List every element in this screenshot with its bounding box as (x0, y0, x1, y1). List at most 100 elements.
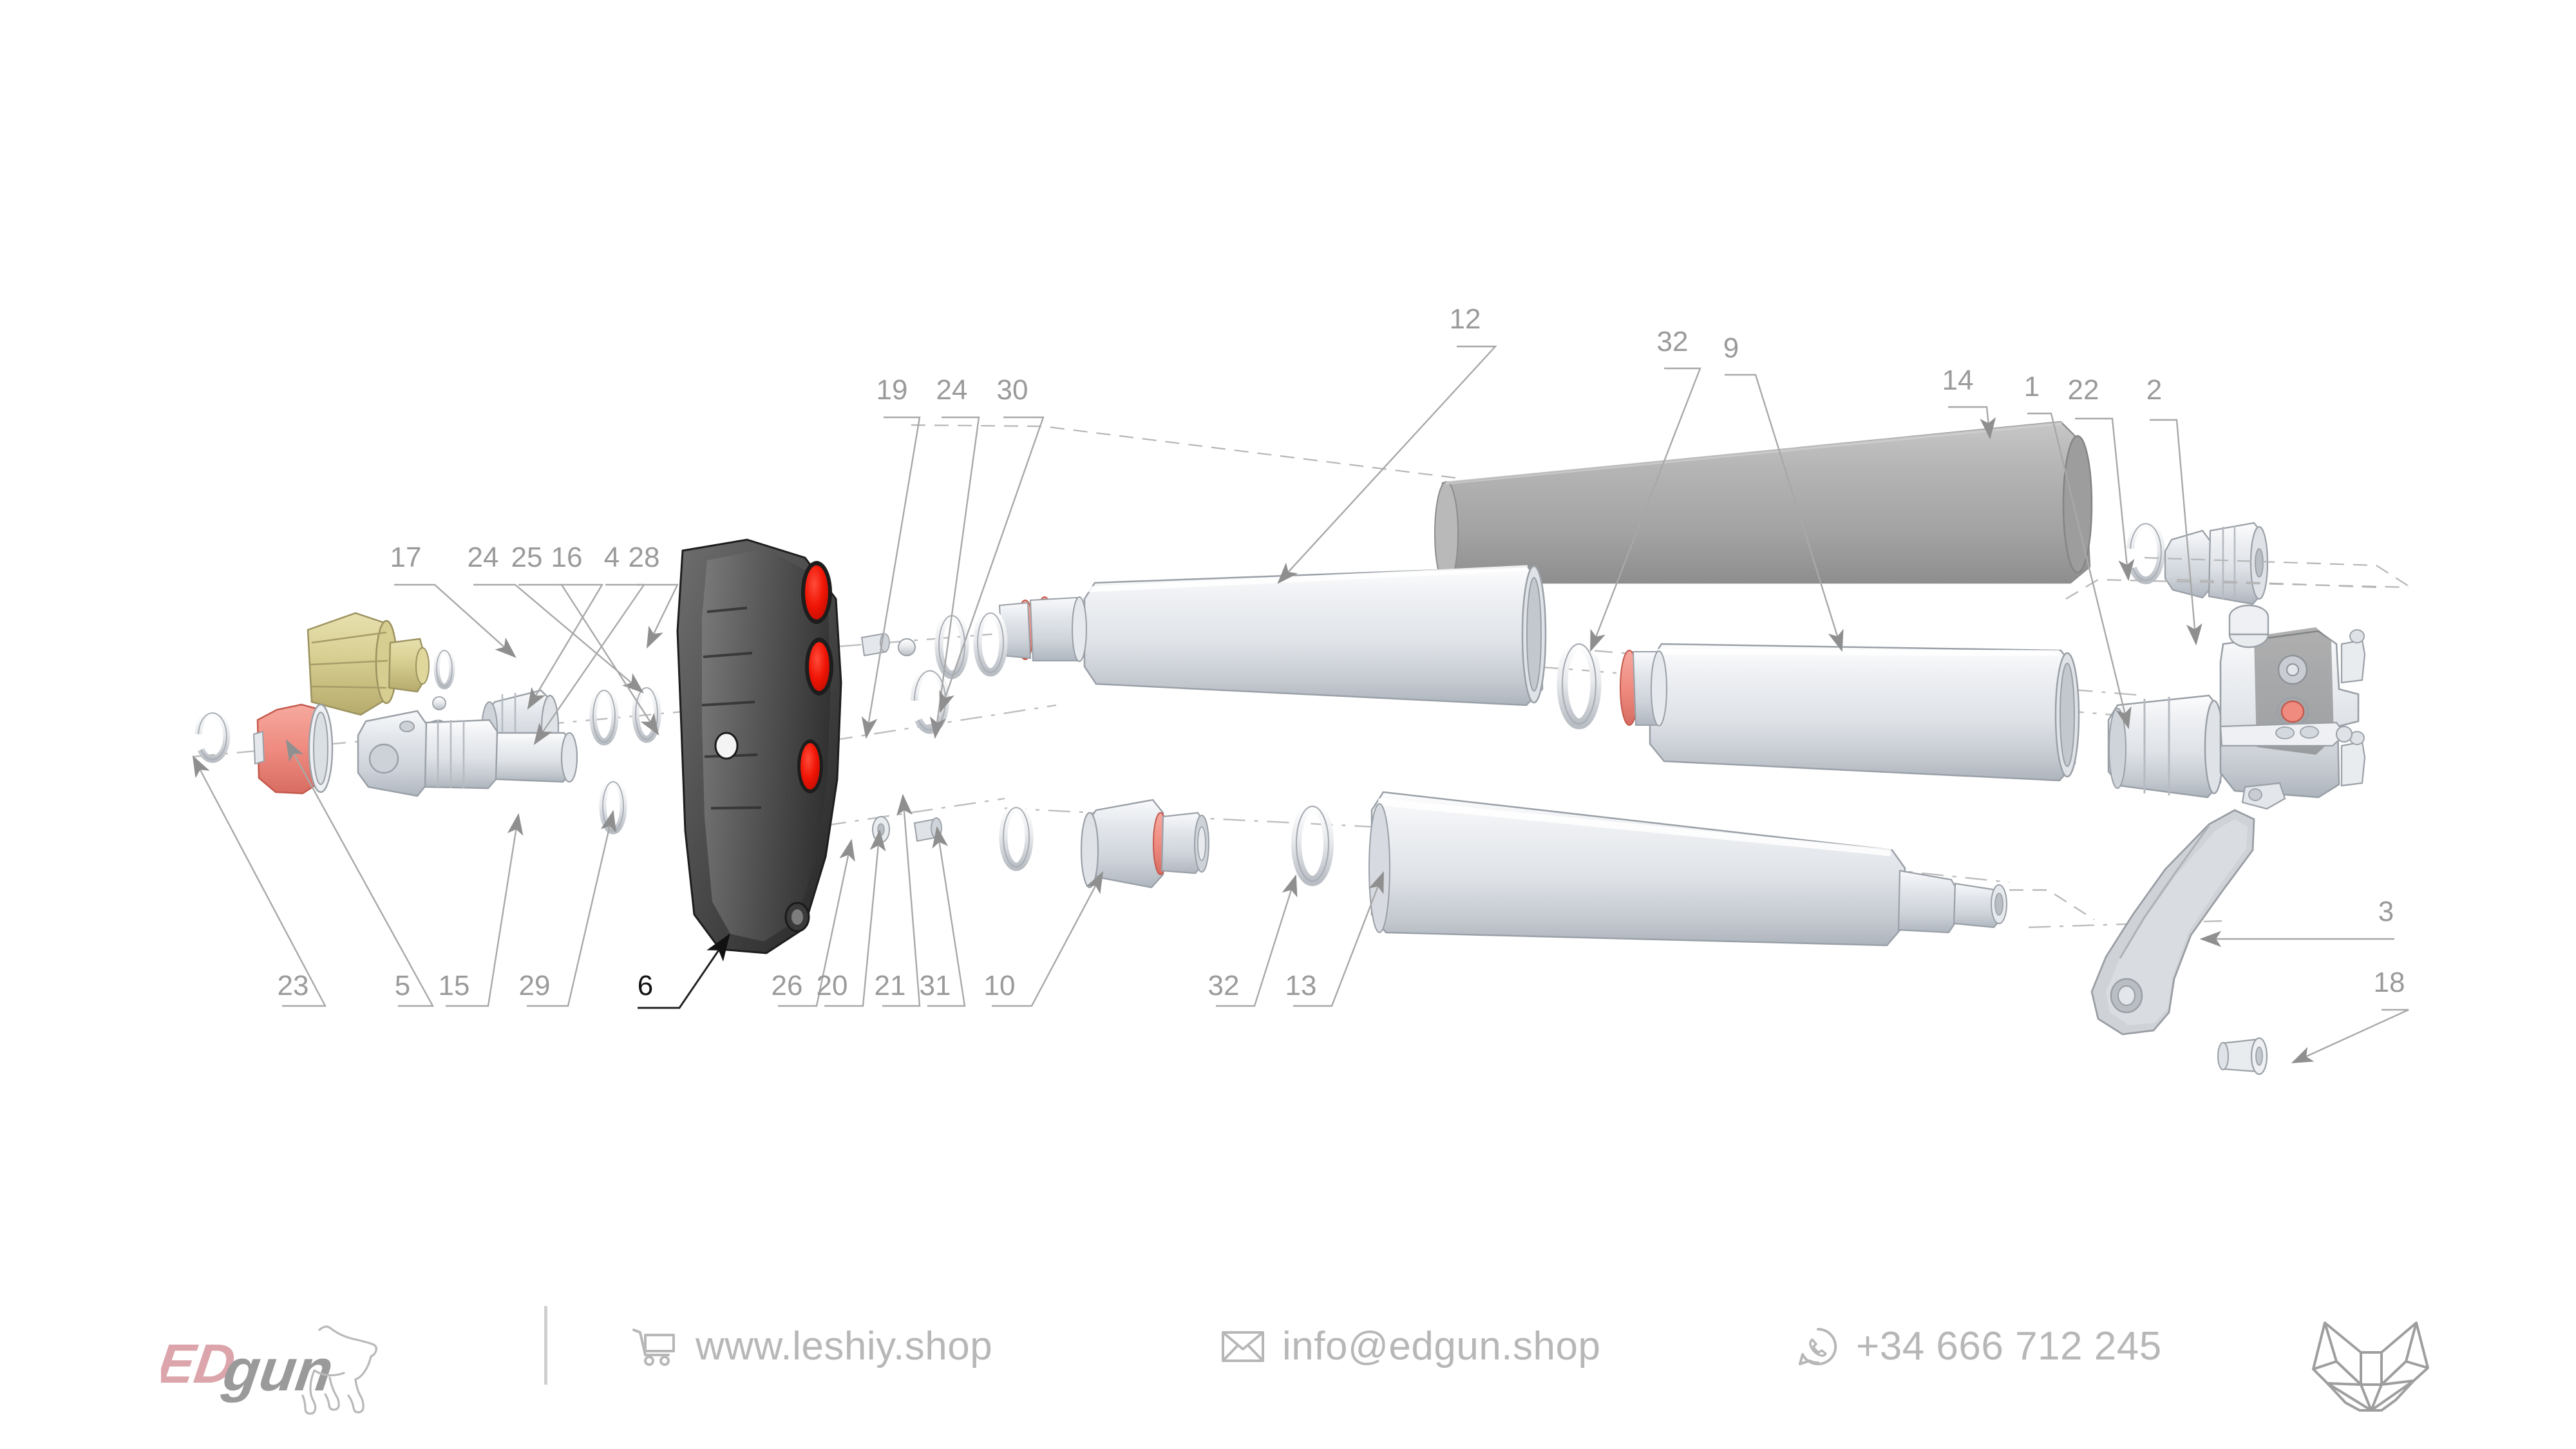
leader-line (638, 933, 730, 1009)
callout-31: 31 (920, 826, 966, 1007)
website-label: www.leshiy.shop (696, 1324, 993, 1368)
leader-line (2291, 1009, 2409, 1064)
callout-22: 22 (2068, 374, 2135, 582)
part-circlip-23 (194, 709, 231, 763)
callout-29: 29 (519, 810, 617, 1007)
edgun-logo: ED gun (153, 1323, 431, 1423)
callout-number: 29 (519, 970, 551, 1001)
part-air-reservoir-lower (1368, 791, 2007, 947)
part-ball-25 (432, 696, 446, 710)
part-oring-28 (632, 684, 661, 743)
footer-bar: ED gun www.leshiy.shop (0, 1288, 2576, 1449)
callout-24: 24 (468, 542, 644, 694)
callout-number: 28 (629, 542, 660, 573)
leader-line (927, 826, 966, 1007)
leader-line (882, 793, 921, 1007)
receiver-port-bottom (797, 739, 823, 793)
email-label: info@edgun.shop (1282, 1324, 1601, 1368)
callout-number: 30 (997, 374, 1028, 406)
callout-number: 3 (2378, 896, 2394, 927)
leader-line (2150, 419, 2202, 646)
leader-line (929, 416, 980, 739)
leader-line (2027, 412, 2132, 730)
leader-line (778, 838, 855, 1007)
part-air-cylinder-upper (1083, 565, 1547, 706)
callout-14: 14 (1942, 365, 1996, 440)
phone-link[interactable]: +34 666 712 245 (1797, 1323, 2162, 1369)
callout-number: 1 (2024, 371, 2040, 402)
callout-10: 10 (984, 871, 1104, 1007)
wolf-head-geometric-icon (2312, 1321, 2429, 1412)
callout-number: 31 (920, 970, 951, 1001)
email-link[interactable]: info@edgun.shop (1220, 1323, 1600, 1369)
part-air-cylinder-middle (1620, 643, 2080, 782)
logo-text-ed: ED (161, 1333, 239, 1395)
leader-line (527, 810, 617, 1007)
callout-number: 32 (1657, 326, 1689, 357)
callout-number: 20 (817, 970, 848, 1001)
leader-line (1293, 871, 1385, 1007)
part-valve-regulator-assembly (2219, 604, 2366, 810)
leader-line (992, 871, 1104, 1007)
receiver-port-top (801, 561, 832, 624)
leader-line (861, 416, 921, 739)
callout-number: 24 (936, 374, 968, 406)
callout-3: 3 (2199, 896, 2394, 947)
receiver-port-middle (805, 638, 833, 696)
callout-9: 9 (1723, 332, 1844, 652)
whatsapp-icon (1799, 1327, 1837, 1365)
part-outer-barrel-shroud (1434, 421, 2093, 585)
callout-2: 2 (2146, 374, 2202, 646)
callout-number: 9 (1723, 332, 1739, 364)
callout-16: 16 (527, 542, 604, 710)
callout-5: 5 (285, 739, 435, 1007)
part-body-15 (357, 710, 578, 797)
leader-line (285, 739, 435, 1007)
leader-line (1725, 374, 1844, 652)
callout-13: 13 (1285, 871, 1385, 1007)
part-receiver-block-6 (676, 538, 842, 954)
callout-24: 24 (929, 374, 980, 739)
callout-number: 18 (2374, 967, 2405, 998)
leader-line (824, 829, 886, 1007)
callout-18: 18 (2291, 967, 2409, 1064)
callout-17: 17 (390, 542, 516, 658)
callout-32: 32 (1208, 874, 1298, 1007)
callout-28: 28 (629, 542, 679, 649)
website-link[interactable]: www.leshiy.shop (631, 1323, 992, 1369)
callout-number: 10 (984, 970, 1016, 1001)
callout-number: 23 (278, 970, 309, 1001)
envelope-icon (1222, 1331, 1264, 1362)
callout-number: 24 (468, 542, 499, 573)
callout-21: 21 (875, 793, 921, 1007)
leader-line (527, 583, 604, 710)
leader-line (446, 813, 524, 1007)
part-circlip-22 (2126, 520, 2165, 585)
phone-label: +34 666 712 245 (1856, 1324, 2162, 1368)
part-oring-31 (999, 803, 1034, 871)
part-oring-32-lower (1291, 801, 1334, 886)
leader-line (1277, 345, 1497, 584)
callout-number: 6 (638, 970, 653, 1001)
callout-number: 12 (1450, 303, 1481, 335)
part-oring-30b (973, 609, 1008, 677)
callout-15: 15 (439, 813, 524, 1007)
leader-line (1589, 367, 1701, 652)
callout-26: 26 (772, 838, 855, 1007)
callout-number: 17 (390, 542, 422, 573)
callout-6: 6 (638, 933, 730, 1009)
callout-32: 32 (1589, 326, 1701, 652)
part-ring-24-left (433, 647, 455, 690)
callout-number: 4 (604, 542, 620, 573)
callout-number: 32 (1208, 970, 1240, 1001)
callout-number: 5 (395, 970, 410, 1001)
part-pistol-grip-3 (2090, 809, 2255, 1036)
shopping-cart-icon (632, 1328, 675, 1366)
callout-number: 13 (1285, 970, 1317, 1001)
leader-line (2075, 417, 2135, 582)
leader-line (1948, 406, 1996, 440)
leshiy-mark (2299, 1319, 2447, 1419)
